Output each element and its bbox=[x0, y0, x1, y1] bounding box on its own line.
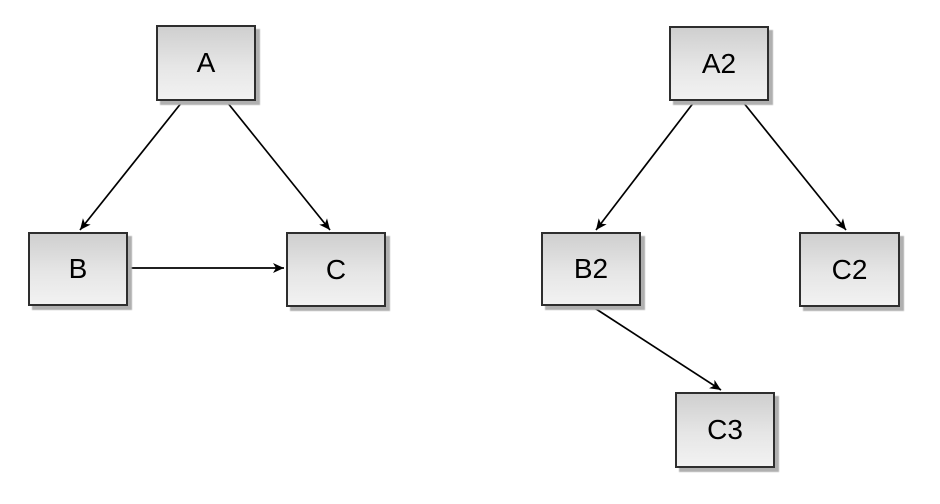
node-C2[interactable]: C2 bbox=[799, 232, 900, 307]
node-label: C2 bbox=[831, 253, 868, 285]
node-B2[interactable]: B2 bbox=[541, 232, 641, 306]
node-label: C3 bbox=[707, 414, 743, 445]
edge-B2-C3[interactable] bbox=[592, 306, 722, 391]
node-label: B2 bbox=[573, 253, 609, 284]
node-C[interactable]: C bbox=[286, 232, 386, 307]
node-label: A2 bbox=[701, 47, 737, 79]
node-A2[interactable]: A2 bbox=[669, 26, 769, 101]
node-label: A bbox=[196, 47, 216, 78]
edge-A-B[interactable] bbox=[79, 101, 183, 231]
node-label: C bbox=[325, 253, 347, 285]
edge-A2-B2[interactable] bbox=[595, 101, 695, 231]
edge-A-C[interactable] bbox=[226, 101, 331, 231]
node-A[interactable]: A bbox=[156, 25, 256, 101]
node-B[interactable]: B bbox=[28, 232, 128, 306]
node-C3[interactable]: C3 bbox=[675, 392, 775, 468]
edge-A2-C2[interactable] bbox=[742, 101, 847, 231]
node-label: B bbox=[68, 253, 88, 284]
